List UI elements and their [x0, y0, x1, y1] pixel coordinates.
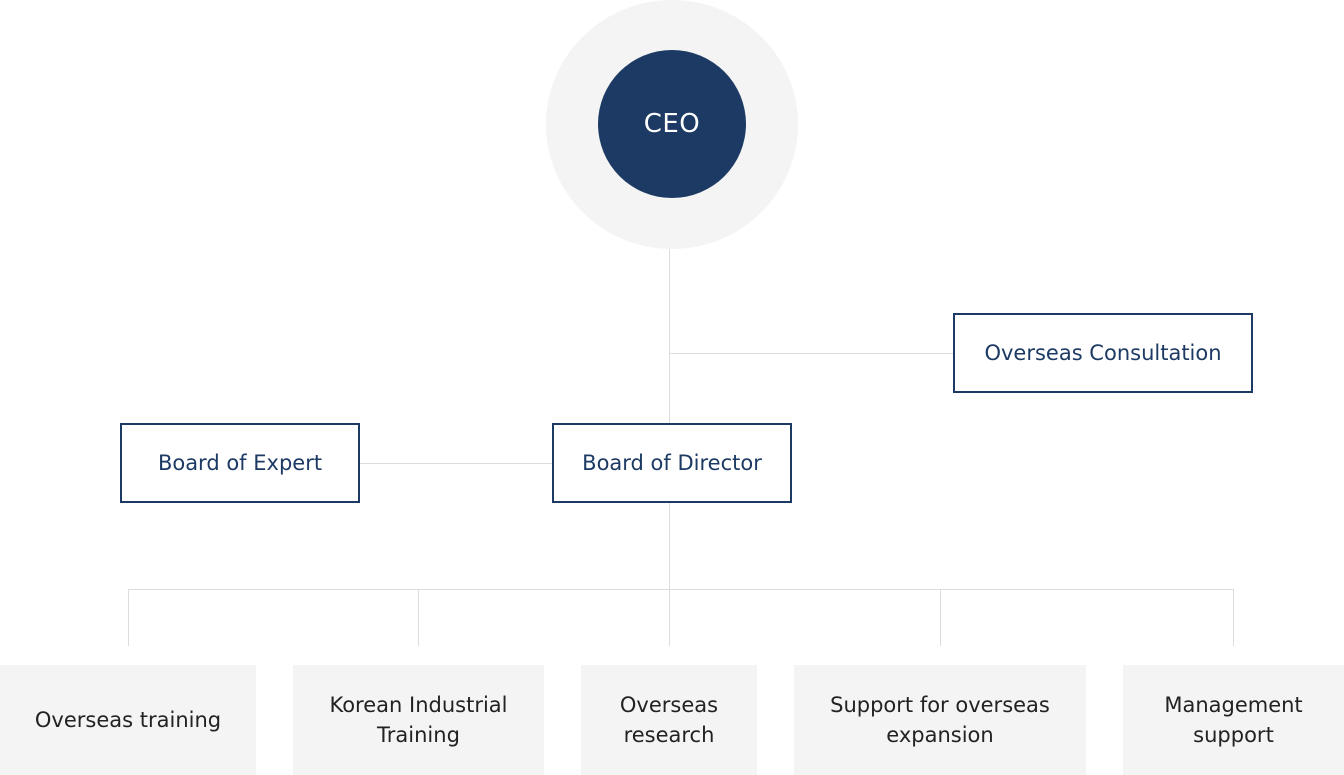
- dept-label: Management support: [1164, 693, 1303, 747]
- dept-label: Support for overseas expansion: [830, 693, 1050, 747]
- dept-overseas-training: Overseas training: [0, 665, 256, 775]
- consultation-node: Overseas Consultation: [953, 313, 1253, 393]
- connector-expert-to-director: [359, 463, 553, 464]
- dept-label: Overseas training: [34, 708, 222, 732]
- dept-support-overseas-expansion: Support for overseas expansion: [794, 665, 1086, 775]
- board-expert-node: Board of Expert: [120, 423, 360, 503]
- connector-dept-drop-1: [128, 589, 129, 646]
- connector-dept-drop-2: [418, 589, 419, 646]
- dept-management-support: Management support: [1123, 665, 1344, 775]
- ceo-label: CEO: [643, 109, 701, 139]
- dept-overseas-research: Overseas research: [581, 665, 757, 775]
- connector-to-consultation: [670, 353, 954, 354]
- connector-ceo-to-director: [669, 249, 670, 424]
- dept-label: Korean Industrial Training: [329, 693, 508, 747]
- dept-korean-industrial-training: Korean Industrial Training: [293, 665, 544, 775]
- board-expert-label: Board of Expert: [157, 451, 323, 475]
- connector-director-down: [669, 502, 670, 646]
- dept-label: Overseas research: [619, 693, 719, 747]
- board-director-label: Board of Director: [582, 451, 762, 475]
- consultation-label: Overseas Consultation: [984, 341, 1222, 365]
- board-director-node: Board of Director: [552, 423, 792, 503]
- connector-dept-drop-4: [940, 589, 941, 646]
- ceo-node: CEO: [598, 50, 746, 198]
- connector-dept-horizontal: [128, 589, 1234, 590]
- connector-dept-drop-5: [1233, 589, 1234, 646]
